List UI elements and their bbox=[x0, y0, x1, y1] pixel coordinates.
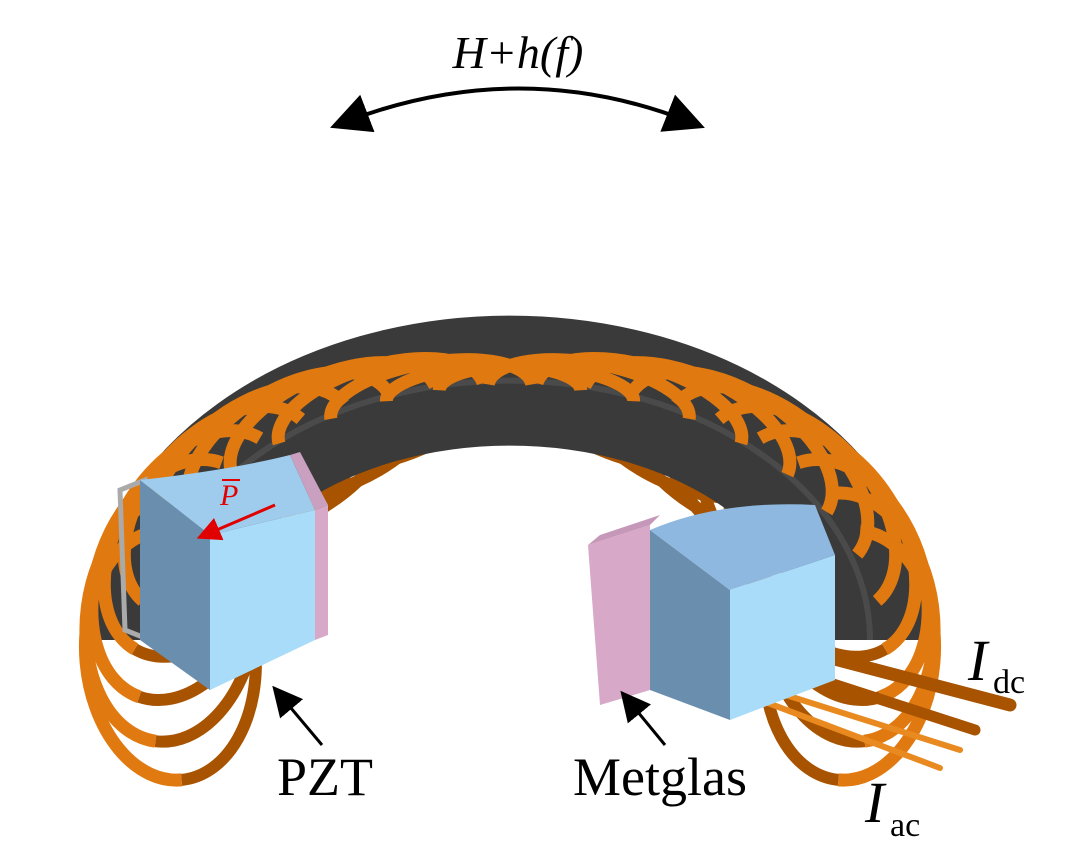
svg-text:ac: ac bbox=[890, 807, 920, 844]
metglas-pointer-arrow bbox=[620, 690, 667, 746]
metglas-label: Metglas bbox=[573, 747, 747, 807]
idc-label: I dc bbox=[967, 628, 1025, 701]
svg-text:dc: dc bbox=[993, 664, 1025, 701]
field-arrow bbox=[330, 86, 705, 133]
pzt-pointer-arrow bbox=[272, 685, 324, 746]
pzt-label: PZT bbox=[277, 747, 373, 807]
polarization-label: P bbox=[219, 479, 238, 512]
coil-turn bbox=[837, 524, 942, 787]
metglas-pzt-block bbox=[588, 504, 835, 720]
iac-label: I ac bbox=[864, 770, 920, 844]
svg-text:I: I bbox=[967, 628, 990, 693]
pzt-block bbox=[117, 452, 328, 690]
svg-text:I: I bbox=[864, 770, 887, 835]
field-label: H+h(f) bbox=[452, 27, 584, 78]
polarization-arrow bbox=[196, 503, 276, 541]
